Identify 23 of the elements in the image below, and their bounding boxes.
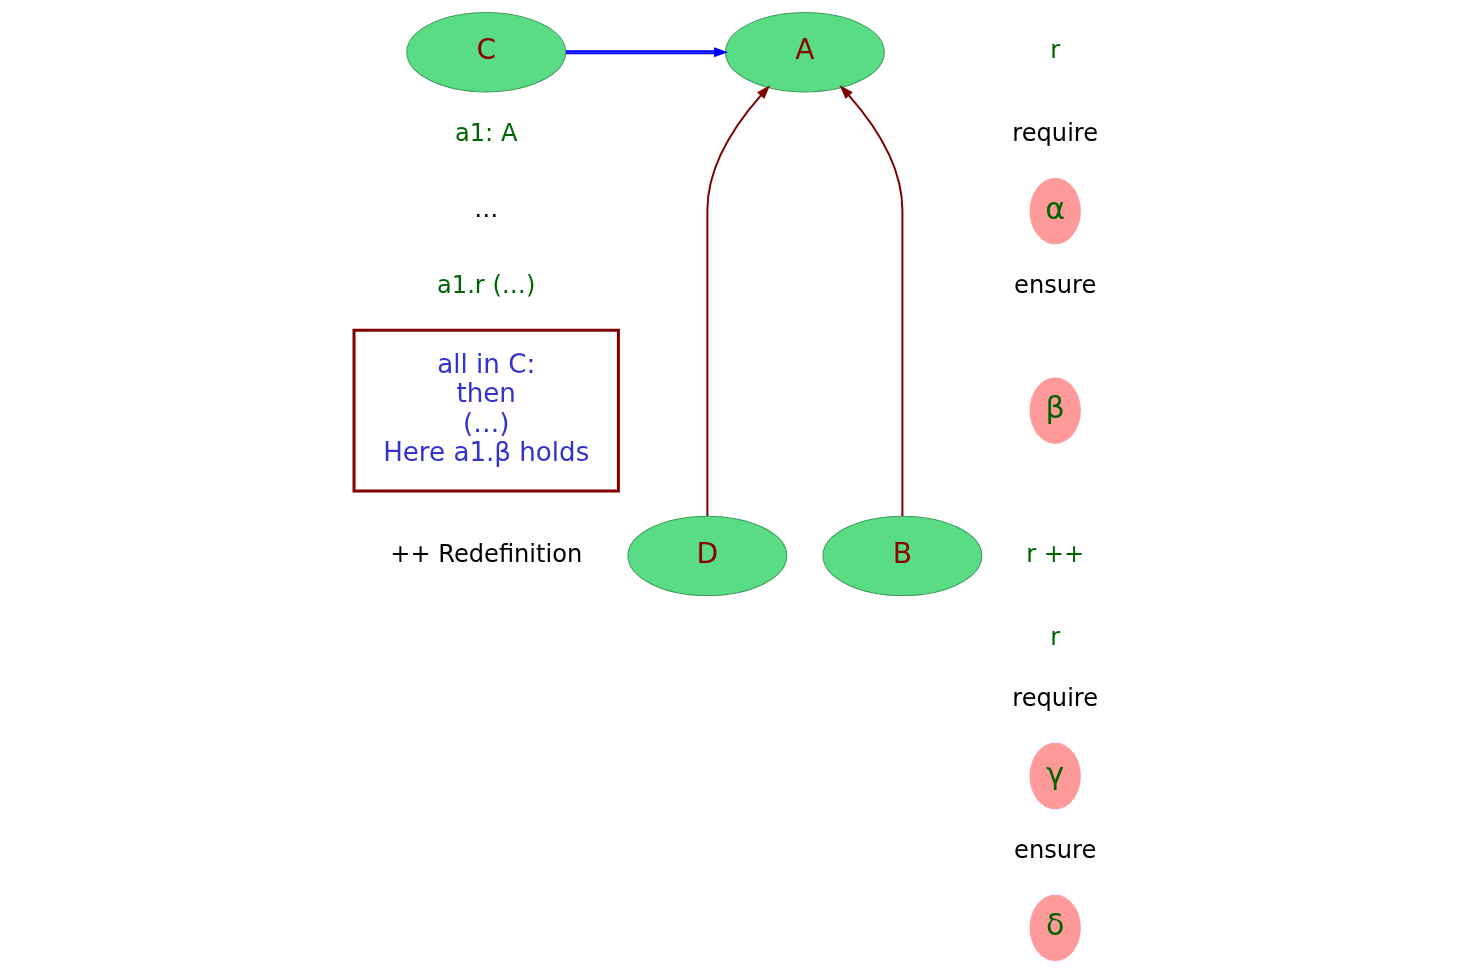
label: r bbox=[1050, 623, 1061, 652]
node-ellipse: γ bbox=[1029, 742, 1081, 810]
label: ensure bbox=[1014, 836, 1097, 865]
label: require bbox=[1012, 684, 1099, 713]
arrow bbox=[839, 85, 904, 516]
node-ellipse: A bbox=[724, 12, 885, 93]
node-box: all in C: then (…) Here a1.β holds bbox=[352, 328, 620, 493]
node-ellipse: α bbox=[1029, 177, 1081, 245]
arrow bbox=[565, 47, 729, 58]
label: a1: A bbox=[455, 119, 518, 148]
node-ellipse: δ bbox=[1029, 894, 1081, 961]
label: r bbox=[1050, 36, 1061, 65]
node-ellipse: β bbox=[1029, 377, 1081, 444]
node-ellipse: C bbox=[406, 12, 567, 93]
label: a1.r (…) bbox=[437, 271, 536, 300]
label: ++ Redefinition bbox=[390, 540, 583, 569]
label: require bbox=[1012, 119, 1099, 148]
label: … bbox=[474, 195, 499, 224]
node-ellipse: B bbox=[822, 515, 983, 597]
label: ensure bbox=[1014, 271, 1097, 300]
node-ellipse: D bbox=[627, 515, 788, 597]
arrow bbox=[706, 85, 771, 516]
label: r ++ bbox=[1026, 540, 1085, 569]
